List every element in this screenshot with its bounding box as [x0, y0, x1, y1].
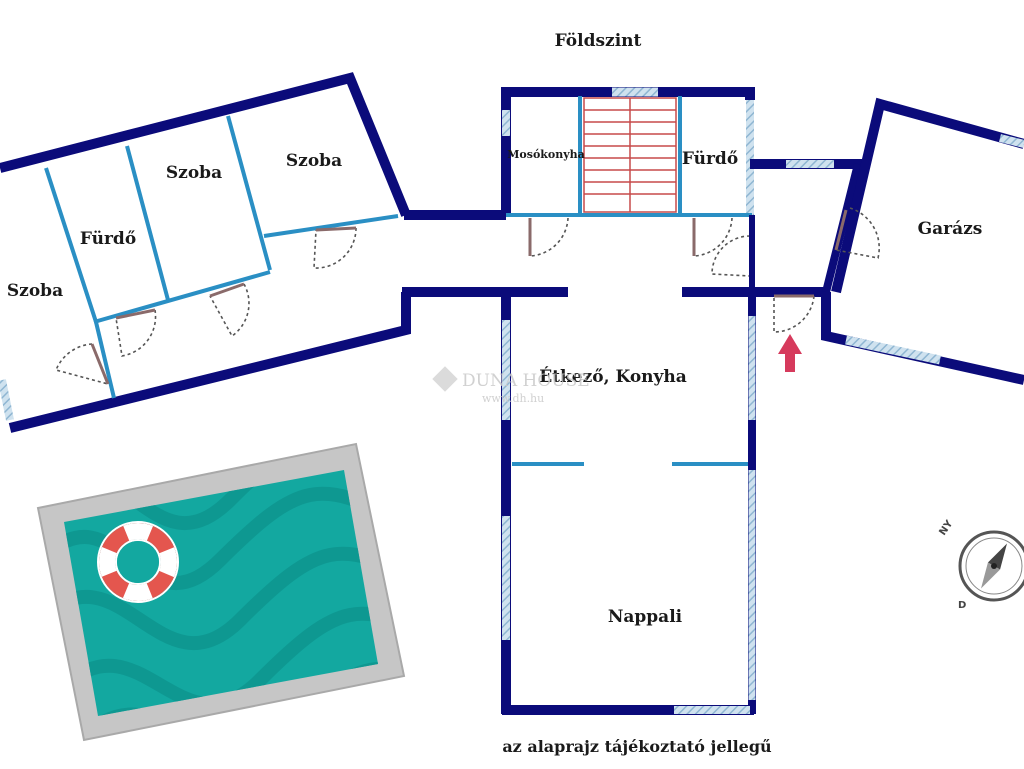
- compass-label-south: D: [958, 600, 966, 611]
- door-swing: [54, 343, 109, 385]
- garage-wall: [831, 97, 1024, 294]
- compass-needle-north-icon: [987, 543, 1007, 570]
- inner-wall: [263, 214, 399, 238]
- main-block: Étkező, Konyha Nappali: [501, 288, 756, 715]
- left-wing-outer-wall: [0, 72, 411, 217]
- room-label-szoba-middle: Szoba: [166, 163, 222, 183]
- garage: Garázs: [821, 97, 1024, 385]
- inner-wall: [44, 167, 98, 323]
- lifebuoy-icon: [97, 521, 179, 603]
- staircase: [583, 97, 677, 213]
- disclaimer-footer: az alaprajz tájékoztató jellegű: [502, 737, 772, 756]
- room-label-szoba-left: Szoba: [7, 281, 63, 301]
- left-wing-window: [0, 379, 14, 421]
- room-label-furdo-center: Fürdő: [682, 149, 738, 169]
- floor-title: Földszint: [555, 31, 642, 51]
- room-label-furdo-left: Fürdő: [80, 229, 136, 249]
- door-swing: [693, 217, 733, 257]
- door-swing: [209, 283, 250, 338]
- watermark-logo-icon: [432, 366, 458, 392]
- inner-wall: [226, 115, 272, 271]
- entrance-door-swing: [773, 295, 815, 333]
- compass-needle-south-icon: [981, 562, 1001, 589]
- door-swing: [835, 207, 881, 259]
- garage-window-bottom: [845, 335, 941, 365]
- room-label-garazs: Garázs: [918, 219, 983, 239]
- door-leaf: [115, 308, 156, 320]
- compass-label-north: NY: [937, 518, 955, 538]
- garage-door-opening: [834, 209, 848, 251]
- garage-wall-bottom: [821, 292, 1024, 385]
- central-top-block: Mosókonyha Fürdő: [501, 87, 755, 277]
- inner-wall: [93, 270, 271, 324]
- door-swing: [529, 217, 569, 257]
- door-swing: [115, 309, 157, 357]
- door-leaf: [315, 226, 357, 232]
- watermark: DUNA HOUSE www.dh.hu: [432, 366, 590, 405]
- inner-wall: [94, 321, 116, 399]
- left-wing-bottom-wall: [8, 292, 411, 433]
- door-leaf: [90, 343, 110, 385]
- room-label-mosokonyha: Mosókonyha: [507, 148, 585, 161]
- room-label-nappali: Nappali: [608, 607, 683, 627]
- watermark-brand: DUNA HOUSE: [462, 371, 590, 391]
- door-swing: [313, 227, 357, 269]
- entrance-arrow-icon: [778, 334, 802, 372]
- garage-window-top: [999, 134, 1024, 148]
- inner-wall: [125, 145, 170, 301]
- room-label-szoba-right: Szoba: [286, 151, 342, 171]
- left-wing: Szoba Fürdő Szoba Szoba: [0, 72, 411, 433]
- door-swing: [711, 235, 751, 277]
- watermark-url: www.dh.hu: [482, 392, 544, 405]
- pool: [36, 442, 406, 742]
- room-label-etkezo-konyha: Étkező, Konyha: [539, 366, 687, 387]
- door-leaf: [209, 282, 245, 298]
- compass: NY D: [937, 518, 1024, 611]
